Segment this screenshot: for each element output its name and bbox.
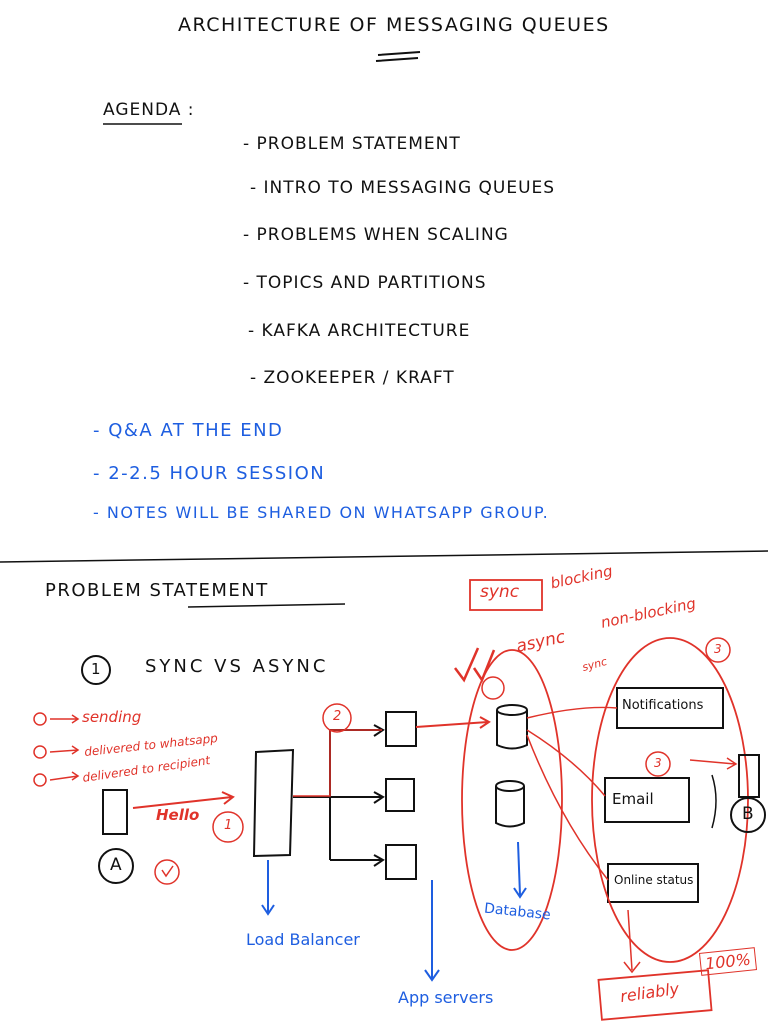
section-divider (0, 550, 768, 563)
problem-underline (187, 603, 346, 608)
app-servers-label: App servers (398, 988, 494, 1007)
agenda-label: AGENDA : (103, 100, 195, 120)
badge-3: 3 (714, 642, 722, 656)
note-shared: - NOTES WILL BE SHARED ON WHATSAPP GROUP… (93, 503, 550, 522)
page-title: ARCHITECTURE OF MESSAGING QUEUES (178, 14, 610, 36)
client-b-label: B (742, 804, 755, 824)
problem-heading: PROBLEM STATEMENT (45, 580, 269, 601)
number-circle (81, 655, 111, 685)
subheading-number: 1 (91, 660, 102, 678)
note-session: - 2-2.5 HOUR SESSION (93, 463, 326, 484)
title-underline (375, 51, 421, 62)
badge-3b: 3 (654, 756, 662, 770)
badge-1: 1 (224, 818, 233, 833)
status-sending: sending (82, 708, 142, 726)
online-status-service: Online status (614, 873, 694, 887)
agenda-item: - ZOOKEEPER / KRAFT (250, 368, 455, 388)
agenda-item: - PROBLEM STATEMENT (243, 134, 461, 154)
hello-message: Hello (156, 806, 200, 824)
sync-label: sync (480, 582, 520, 602)
note-qa: - Q&A AT THE END (93, 420, 284, 441)
load-balancer-label: Load Balancer (246, 930, 360, 949)
agenda-item: - PROBLEMS WHEN SCALING (243, 225, 509, 245)
subheading: SYNC VS ASYNC (145, 656, 329, 677)
client-a-label: A (110, 855, 123, 875)
notifications-service: Notifications (622, 698, 704, 713)
agenda-item: - INTRO TO MESSAGING QUEUES (250, 178, 556, 198)
sync-box (469, 579, 543, 611)
agenda-underline (103, 123, 182, 125)
status-legend-icons (33, 712, 80, 787)
agenda-item: - KAFKA ARCHITECTURE (248, 321, 471, 341)
badge-2: 2 (333, 709, 342, 724)
agenda-item: - TOPICS AND PARTITIONS (243, 273, 487, 293)
email-service: Email (612, 790, 654, 808)
